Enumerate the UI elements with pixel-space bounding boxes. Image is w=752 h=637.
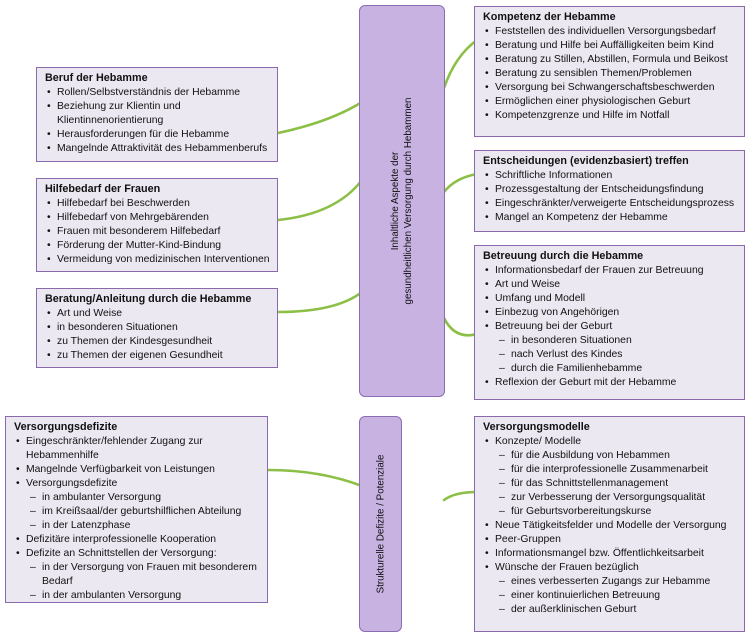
sub-list-item: einer kontinuierlichen Betreuung: [483, 589, 738, 603]
sub-list-item: für Geburtsvorbereitungskurse: [483, 505, 738, 519]
sub-list-item: nach Verlust des Kindes: [483, 348, 738, 362]
list-item: Beratung und Hilfe bei Auffälligkeiten b…: [483, 39, 738, 53]
box-beruf-title: Beruf der Hebamme: [45, 72, 148, 84]
box-betreuung: Betreuung durch die Hebamme Informations…: [474, 245, 745, 400]
box-versorgungsdefizite-title: Versorgungsdefizite: [14, 421, 118, 433]
list-item: Hilfebedarf bei Beschwerden: [45, 197, 271, 211]
list-item: Prozessgestaltung der Entscheidungsfindu…: [483, 183, 738, 197]
list-item: in besonderen Situationen: [45, 321, 271, 335]
list-item: Reflexion der Geburt mit der Hebamme: [483, 376, 738, 390]
list-item: Eingeschränkter/verweigerte Entscheidung…: [483, 197, 738, 211]
connector-beratung: [276, 290, 364, 314]
list-item: Kompetenzgrenze und Hilfe im Notfall: [483, 109, 738, 123]
list-item: Wünsche der Frauen bezüglich: [483, 561, 738, 575]
sub-list-item: der außerklinischen Geburt: [483, 603, 738, 617]
list-item: Förderung der Mutter-Kind-Bindung: [45, 239, 271, 253]
list-item: Hilfebedarf von Mehrgebärenden: [45, 211, 271, 225]
box-entscheidungen-title: Entscheidungen (evidenzbasiert) treffen: [483, 155, 689, 167]
connector-modelle: [442, 490, 479, 502]
list-item: Betreuung bei der Geburt: [483, 320, 738, 334]
list-item: Konzepte/ Modelle: [483, 435, 738, 449]
sub-list-item: in der ambulanten Versorgung: [14, 589, 261, 603]
box-kompetenz-title: Kompetenz der Hebamme: [483, 11, 616, 23]
list-item: Mangel an Kompetenz der Hebamme: [483, 211, 738, 225]
box-versorgungsmodelle: Versorgungsmodelle Konzepte/ Modelle für…: [474, 416, 745, 632]
list-item: Defizitäre interprofessionelle Kooperati…: [14, 533, 261, 547]
list-item: Informationsbedarf der Frauen zur Betreu…: [483, 264, 738, 278]
list-item: Schriftliche Informationen: [483, 169, 738, 183]
list-item: Beratung zu sensiblen Themen/Problemen: [483, 67, 738, 81]
sub-list-item: zur Verbesserung der Versorgungsqualität: [483, 491, 738, 505]
box-hilfebedarf-title: Hilfebedarf der Frauen: [45, 183, 161, 195]
box-versorgungsdefizite: Versorgungsdefizite Eingeschränkter/fehl…: [5, 416, 268, 603]
list-item: Defizite an Schnittstellen der Versorgun…: [14, 547, 261, 561]
box-hilfebedarf: Hilfebedarf der Frauen Hilfebedarf bei B…: [36, 178, 278, 272]
list-item: Art und Weise: [45, 307, 271, 321]
list-item: zu Themen der eigenen Gesundheit: [45, 349, 271, 363]
list-item: zu Themen der Kindesgesundheit: [45, 335, 271, 349]
connector-defizite: [266, 468, 364, 488]
sub-list-item: in ambulanter Versorgung: [14, 491, 261, 505]
connector-kompetenz: [442, 38, 479, 90]
sub-list-item: für das Schnittstellenmanagement: [483, 477, 738, 491]
box-kompetenz: Kompetenz der Hebamme Feststellen des in…: [474, 6, 745, 137]
sub-list-item: in der Versorgung von Frauen mit besonde…: [14, 561, 261, 589]
list-item: Informationsmangel bzw. Öffentlichkeitsa…: [483, 547, 738, 561]
connector-hilfebedarf: [276, 178, 364, 222]
list-item: Mangelnde Attraktivität des Hebammenberu…: [45, 142, 271, 156]
sub-list-item: im Kreißsaal/der geburtshilflichen Abtei…: [14, 505, 261, 519]
structural-topic-pill: Strukturelle Defizite / Potenziale: [359, 416, 402, 632]
list-item: Beziehung zur Klientin und Klientinnenor…: [45, 100, 271, 128]
list-item: Umfang und Modell: [483, 292, 738, 306]
connector-beruf: [276, 100, 364, 135]
connector-entscheidungen: [442, 172, 479, 194]
box-beratung: Beratung/Anleitung durch die Hebamme Art…: [36, 288, 278, 368]
list-item: Versorgungsdefizite: [14, 477, 261, 491]
box-entscheidungen: Entscheidungen (evidenzbasiert) treffen …: [474, 150, 745, 232]
box-beratung-title: Beratung/Anleitung durch die Hebamme: [45, 293, 252, 305]
box-versorgungsmodelle-title: Versorgungsmodelle: [483, 421, 590, 433]
center-topic-line2: gesundheitlichen Versorgung durch Hebamm…: [403, 97, 414, 305]
list-item: Peer-Gruppen: [483, 533, 738, 547]
list-item: Einbezug von Angehörigen: [483, 306, 738, 320]
list-item: Beratung zu Stillen, Abstillen, Formula …: [483, 53, 738, 67]
sub-list-item: durch die Familienhebamme: [483, 362, 738, 376]
list-item: Feststellen des individuellen Versorgung…: [483, 25, 738, 39]
center-topic-pill: Inhaltliche Aspekte der gesundheitlichen…: [359, 5, 445, 397]
list-item: Art und Weise: [483, 278, 738, 292]
list-item: Ermöglichen einer physiologischen Geburt: [483, 95, 738, 109]
list-item: Herausforderungen für die Hebamme: [45, 128, 271, 142]
list-item: Mangelnde Verfügbarkeit von Leistungen: [14, 463, 261, 477]
box-betreuung-title: Betreuung durch die Hebamme: [483, 250, 644, 262]
sub-list-item: für die interprofessionelle Zusammenarbe…: [483, 463, 738, 477]
sub-list-item: in besonderen Situationen: [483, 334, 738, 348]
list-item: Eingeschränkter/fehlender Zugang zur Heb…: [14, 435, 261, 463]
list-item: Frauen mit besonderem Hilfebedarf: [45, 225, 271, 239]
sub-list-item: in der Latenzphase: [14, 519, 261, 533]
list-item: Vermeidung von medizinischen Interventio…: [45, 253, 271, 267]
box-beruf: Beruf der Hebamme Rollen/Selbstverständn…: [36, 67, 278, 162]
list-item: Rollen/Selbstverständnis der Hebamme: [45, 86, 271, 100]
list-item: Neue Tätigkeitsfelder und Modelle der Ve…: [483, 519, 738, 533]
structural-topic-label: Strukturelle Defizite / Potenziale: [375, 454, 386, 594]
list-item: Versorgung bei Schwangerschaftsbeschwerd…: [483, 81, 738, 95]
sub-list-item: eines verbesserten Zugangs zur Hebamme: [483, 575, 738, 589]
center-topic-line1: Inhaltliche Aspekte der: [390, 151, 401, 251]
connector-betreuung: [442, 316, 479, 337]
sub-list-item: für die Ausbildung von Hebammen: [483, 449, 738, 463]
